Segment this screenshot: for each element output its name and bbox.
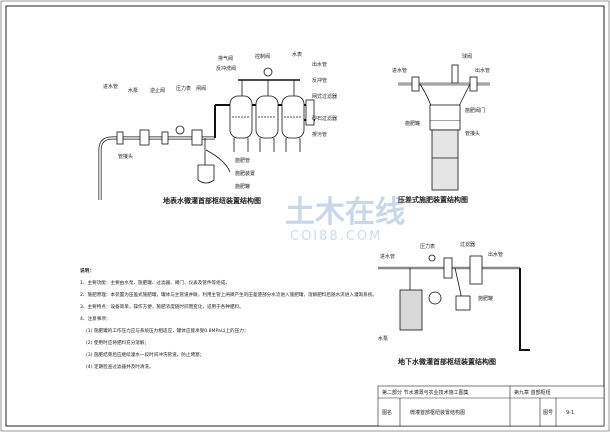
label-pump: 水泵 bbox=[128, 87, 138, 94]
label-g-filter: 过滤器 bbox=[460, 241, 475, 248]
label-control-valve: 控制阀 bbox=[255, 53, 270, 60]
label-p-valve: 球阀 bbox=[462, 53, 472, 60]
label-check-valve: 逆止阀 bbox=[150, 87, 165, 94]
label-g-pressure: 压力表 bbox=[420, 243, 435, 250]
label-p-joint: 管接头 bbox=[465, 130, 480, 137]
label-fert-device: 施肥装置 bbox=[235, 170, 255, 177]
notes-heading: 说明： bbox=[80, 267, 94, 274]
gate-valve-1 bbox=[116, 131, 124, 145]
note-item: (2) 使用时应将肥料充分溶解； bbox=[86, 339, 149, 346]
label-g-inlet: 进水管 bbox=[380, 253, 395, 260]
label-outlet: 出水管 bbox=[312, 61, 327, 68]
label-pressure-gauge: 压力表 bbox=[176, 85, 191, 92]
label-g-pump: 水泵 bbox=[378, 335, 388, 342]
label-p-fert-tank: 施肥罐 bbox=[405, 120, 420, 127]
pressure-tank-body bbox=[431, 129, 459, 191]
tb-collection: 第二部分 节水灌溉与农业技术施工图集 bbox=[382, 389, 469, 396]
watermark-domain: COI88.COM bbox=[290, 229, 382, 244]
label-water-meter: 水表 bbox=[292, 51, 302, 58]
inner-frame bbox=[5, 5, 605, 427]
pressure-diagram bbox=[398, 64, 490, 191]
label-g-fert: 施肥罐 bbox=[478, 295, 493, 302]
label-p-outlet: 出水管 bbox=[475, 67, 490, 74]
mesh-filter bbox=[305, 99, 315, 126]
ground-outlet-pipe bbox=[519, 268, 530, 351]
label-mesh-filter: 网式过滤器 bbox=[312, 93, 337, 100]
surface-labels: 进水管 水泵 逆止阀 压力表 闸阀 排气阀 反冲洗阀 控制阀 水表 出水管 反冲… bbox=[103, 51, 337, 205]
label-p-fert-valve: 施肥阀门 bbox=[465, 107, 485, 114]
label-backwash-valve: 反冲洗阀 bbox=[216, 65, 236, 72]
fertilizer-tank-surface bbox=[197, 164, 215, 184]
tb-num-label: 图号 bbox=[543, 410, 553, 416]
note-item: 3、主要特点：设备简单，操作方便，施肥浓度随时间而变化，适用于各种肥料。 bbox=[80, 303, 244, 310]
label-p-inlet: 进水管 bbox=[392, 67, 407, 74]
tb-chapter: 第九章 首部枢纽 bbox=[514, 389, 551, 396]
surface-water-diagram bbox=[98, 67, 315, 200]
title-block bbox=[377, 385, 605, 427]
caption-surface: 地表水微灌首部枢纽装置结构图 bbox=[163, 196, 261, 205]
watermark-title: 土木在线 bbox=[285, 195, 405, 230]
groundwater-diagram bbox=[378, 254, 530, 351]
label-sewage: 排污管 bbox=[312, 131, 327, 138]
check-valve bbox=[139, 129, 150, 146]
ground-filter bbox=[469, 255, 483, 285]
gate-valve-2 bbox=[161, 131, 169, 145]
watermark: 土木在线 COI88.COM bbox=[285, 195, 405, 244]
pressure-gauge bbox=[175, 125, 185, 135]
note-item: 1、主要功能：主要由水泵、施肥罐、过滤器、阀门、仪表及管件等组成。 bbox=[80, 279, 230, 286]
tb-name-label: 图名 bbox=[382, 409, 392, 416]
title-block-text: 第二部分 节水灌溉与农业技术施工图集 第九章 首部枢纽 图名 微灌首部枢纽装置结… bbox=[382, 389, 574, 416]
note-item: (4) 定期检查过滤器并及时清洗。 bbox=[86, 363, 154, 370]
label-sand-filter: 砂石过滤器 bbox=[312, 115, 337, 122]
label-gate-valve: 闸阀 bbox=[196, 85, 206, 92]
note-item: 4、注意事项： bbox=[80, 315, 111, 322]
inlet-pipe bbox=[98, 136, 140, 200]
tb-num: 9-1 bbox=[566, 410, 574, 416]
caption-pressure: 压差式施肥装置结构图 bbox=[398, 195, 468, 204]
note-item: 2、施肥原理：本装置为压差式施肥罐，罐体与主管道并联，利用主管上闸阀产生的压差使… bbox=[80, 291, 377, 298]
ground-pump bbox=[399, 289, 423, 331]
label-backwash-pipe: 反冲管 bbox=[312, 77, 327, 84]
sand-filters bbox=[229, 95, 305, 152]
label-fertilizer-tank: 施肥罐 bbox=[235, 183, 250, 190]
note-item: (3) 施肥结束后应继续灌水一段时间冲洗管道，防止堵塞； bbox=[86, 351, 204, 358]
label-pipe-joint: 管接头 bbox=[118, 153, 133, 160]
pressure-labels: 进水管 球阀 出水管 施肥罐 施肥阀门 管接头 压差式施肥装置结构图 bbox=[392, 53, 490, 204]
label-exhaust-valve: 排气阀 bbox=[218, 55, 233, 62]
ground-labels: 进水管 压力表 过滤器 出水管 施肥罐 水泵 地下水微灌首部枢纽装置结构图 bbox=[378, 241, 503, 366]
tb-name: 微灌首部枢纽装置结构图 bbox=[410, 409, 465, 416]
notes-block: 说明： 1、主要功能：主要由水泵、施肥罐、过滤器、阀门、仪表及管件等组成。 2、… bbox=[80, 267, 377, 370]
caption-ground: 地下水微灌首部枢纽装置结构图 bbox=[398, 357, 496, 366]
pressure-tank-top bbox=[429, 104, 461, 122]
ground-fert-tank bbox=[455, 295, 471, 311]
note-item: (1) 施肥罐的工作压力应与系统压力相适应，罐体应能承受0.8MPa以上的压力； bbox=[86, 327, 248, 334]
label-inlet: 进水管 bbox=[103, 83, 118, 90]
water-meter bbox=[191, 129, 203, 146]
label-fert-pipe: 施肥管 bbox=[235, 157, 250, 164]
label-g-outlet: 出水管 bbox=[488, 251, 503, 258]
